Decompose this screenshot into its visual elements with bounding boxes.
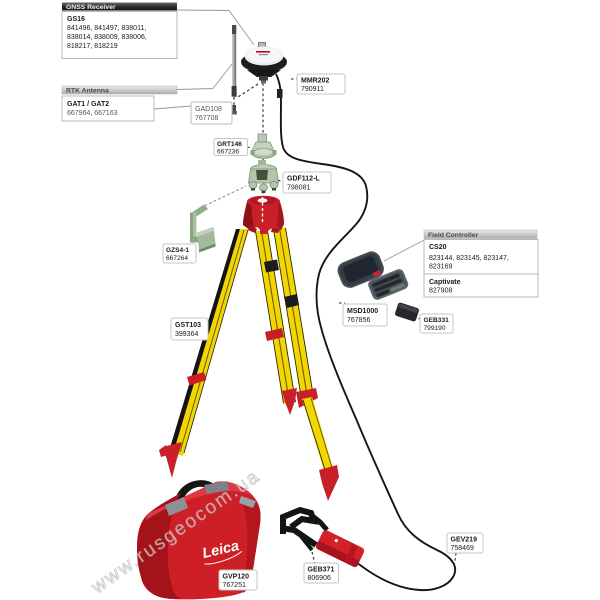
svg-text:Field Controller: Field Controller [428,232,479,239]
svg-text:399364: 399364 [175,331,198,338]
svg-text:667264: 667264 [166,255,188,262]
svg-text:799190: 799190 [424,325,446,332]
svg-text:838014, 838009, 838006,: 838014, 838009, 838006, [67,34,147,41]
svg-text:MMR202: MMR202 [301,78,330,85]
svg-text:806906: 806906 [308,575,331,582]
svg-text:GST103: GST103 [175,322,201,329]
svg-text:GRT146: GRT146 [217,141,242,148]
svg-text:758469: 758469 [451,545,474,552]
svg-text:823144, 823145, 823147,: 823144, 823145, 823147, [429,255,509,262]
svg-text:RTK Antenna: RTK Antenna [66,88,109,95]
svg-text:667236: 667236 [217,149,239,156]
svg-text:GEB331: GEB331 [424,317,450,324]
svg-text:GAD108: GAD108 [195,106,222,113]
svg-text:Captivate: Captivate [429,279,461,286]
svg-text:GVP120: GVP120 [223,574,250,581]
svg-text:GEB371: GEB371 [308,567,335,574]
svg-text:818217, 818219: 818217, 818219 [67,43,118,50]
svg-text:GNSS Receiver: GNSS Receiver [66,4,116,11]
svg-text:GZS4-1: GZS4-1 [166,247,189,254]
svg-text:790911: 790911 [301,86,324,93]
svg-text:GDF112-L: GDF112-L [287,176,320,183]
svg-text:798081: 798081 [287,185,310,192]
svg-text:667964, 667163: 667964, 667163 [67,110,118,117]
svg-text:767251: 767251 [223,582,246,589]
svg-text:CS20: CS20 [429,244,447,251]
svg-text:823169: 823169 [429,264,452,271]
svg-text:GS16: GS16 [67,16,85,23]
svg-text:GEV219: GEV219 [451,537,478,544]
svg-text:MSD1000: MSD1000 [347,308,378,315]
svg-text:767708: 767708 [195,115,218,122]
svg-text:GAT1 / GAT2: GAT1 / GAT2 [67,101,109,108]
svg-text:827908: 827908 [429,288,452,295]
svg-text:841496, 841497, 838011,: 841496, 841497, 838011, [67,25,146,32]
svg-text:767856: 767856 [347,317,370,324]
